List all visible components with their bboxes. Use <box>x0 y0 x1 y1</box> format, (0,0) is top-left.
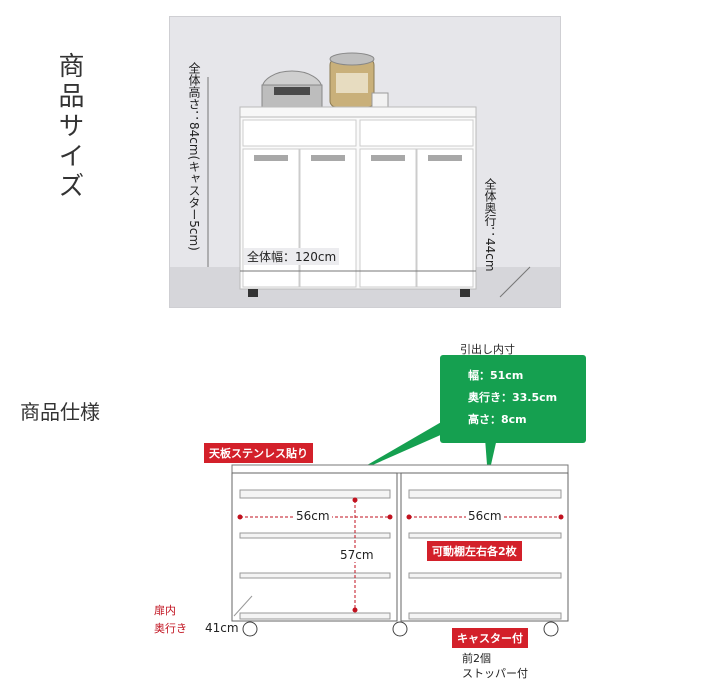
width-label: 全体幅：120cm <box>244 248 340 265</box>
drawer-height: 高さ：8cm <box>468 413 527 426</box>
spec-heading: 商品仕様 <box>20 400 100 424</box>
thermos-pot-icon <box>329 52 389 110</box>
stopper-note-line2: ストッパー付 <box>462 667 528 680</box>
height-label: 全体高さ：84cm(キャスター5cm) <box>187 62 201 251</box>
shelf-height-label: 57cm <box>338 548 376 562</box>
right-width-label: 56cm <box>466 509 504 523</box>
door-depth-label-line2: 奥行き <box>154 622 187 635</box>
drawer-title: 引出し内寸 <box>460 343 515 356</box>
left-width-label: 56cm <box>294 509 332 523</box>
top-board-label: 天板ステンレス貼り <box>204 443 313 463</box>
door-depth-value: 41cm <box>205 621 239 635</box>
caster-label: キャスター付 <box>452 628 528 648</box>
spec-diagram <box>231 410 569 637</box>
depth-label: 全体奥行：44cm <box>483 178 497 272</box>
cabinet-photo-illustration <box>170 17 560 307</box>
drawer-depth: 奥行き：33.5cm <box>468 391 558 404</box>
size-heading: 商品サイズ <box>54 52 84 202</box>
drawer-width: 幅：51cm <box>468 369 524 382</box>
caster-wheel-icon <box>392 621 408 637</box>
product-photo <box>169 16 561 308</box>
stopper-note-line1: 前2個 <box>462 652 491 665</box>
drawer-dimensions-box: 幅：51cm 奥行き：33.5cm 高さ：8cm <box>440 355 586 443</box>
door-depth-label-line1: 扉内 <box>154 604 176 617</box>
caster-wheel-icon <box>543 621 559 637</box>
caster-wheel-icon <box>242 621 258 637</box>
shelf-label: 可動棚左右各2枚 <box>427 541 522 561</box>
rice-cooker-icon <box>261 70 323 108</box>
